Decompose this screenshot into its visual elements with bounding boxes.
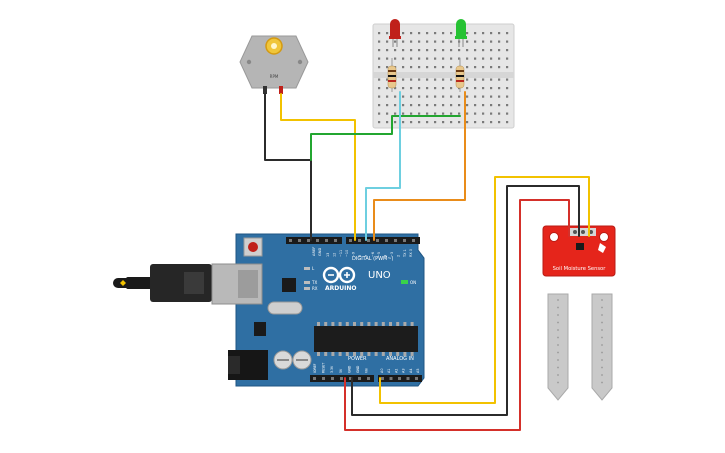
digital-pin-label: 7	[364, 255, 368, 257]
digital-pin-label: ~9	[352, 252, 356, 257]
resistor-left	[387, 58, 397, 92]
analog-pin-label: A0	[380, 369, 384, 373]
wire-green-led	[373, 91, 466, 241]
soil-moisture-sensor: Soil Moisture Sensor	[542, 225, 616, 401]
motor-terminal-black	[263, 86, 267, 94]
on-led	[401, 280, 408, 284]
digital-pin-label: ~3	[390, 252, 394, 257]
gnd-label: GND	[318, 248, 322, 256]
arduino-logo-icon	[322, 266, 356, 284]
digital-pin-label: 4	[384, 255, 388, 257]
sensor-probe-right	[591, 293, 613, 401]
power-pin-label: 5V	[339, 368, 343, 373]
digital-pin-label: ~10	[345, 250, 349, 257]
header-holes	[289, 239, 418, 380]
usb-chip	[282, 278, 296, 292]
analog-pin-label: A1	[387, 369, 391, 373]
digital-pin-label: 12	[332, 253, 336, 257]
digital-pin-label: ~5	[377, 252, 381, 257]
digital-pin-label: TX 1	[403, 249, 407, 258]
dc-motor: RPM	[239, 35, 309, 94]
power-pin-label: GND	[347, 365, 351, 373]
analog-pin-label: A3	[402, 369, 406, 373]
analog-pin-label: A5	[416, 369, 420, 373]
analog-pin-label: A4	[409, 369, 413, 373]
l-led-label: L	[312, 266, 315, 271]
chip-legs	[317, 322, 414, 356]
digital-pin-label: RX 0	[409, 249, 413, 257]
analog-pin-label: A2	[394, 369, 398, 373]
wire-sensor-vcc	[344, 199, 570, 431]
rx-led	[304, 287, 310, 290]
wire-red-led	[365, 91, 401, 241]
on-label: ON	[410, 280, 416, 285]
power-pin-labels: IOREF RESET 3.3V 5V GND GND Vin	[313, 363, 369, 373]
sparkfun-flame-icon	[598, 243, 606, 253]
sensor-label: Soil Moisture Sensor	[553, 266, 607, 272]
digital-header-label: DIGITAL (PWM~)	[352, 256, 394, 262]
power-pin-label: RESET	[322, 363, 326, 373]
digital-header-left	[286, 237, 342, 244]
arduino-model-label: UNO	[368, 270, 391, 281]
wire-motor-pin8	[280, 93, 356, 241]
wire-sensor-gnd	[351, 185, 580, 416]
digital-pin-label: 13	[326, 253, 330, 257]
sensor-probe-left	[547, 293, 569, 401]
wire-sensor-signal	[379, 176, 590, 404]
power-label: POWER	[348, 356, 367, 362]
digital-pin-label: 8	[358, 255, 362, 257]
tx-led-label: TX	[311, 280, 317, 285]
digital-pin-label: ~6	[371, 252, 375, 257]
arduino-brand-label: ARDUINO	[325, 285, 356, 292]
usb-cable	[113, 264, 212, 302]
crystal-oscillator	[267, 301, 303, 315]
led-green	[455, 19, 467, 47]
power-pin-label: IOREF	[313, 363, 317, 373]
power-pin-label: 3.3V	[330, 365, 334, 373]
motor-terminal-red	[279, 86, 283, 94]
power-pin-label: GND	[356, 365, 360, 373]
breadboard-channel	[373, 72, 514, 78]
digital-pin-label: 2	[396, 255, 400, 257]
wire-motor-gnd	[264, 93, 312, 241]
analog-in-label: ANALOG IN	[386, 356, 414, 362]
atmega-chip	[314, 326, 418, 352]
led-red	[389, 19, 401, 47]
wires	[264, 91, 590, 431]
rx-led-label: RX	[312, 286, 318, 291]
resistor-right	[455, 58, 465, 92]
digital-pin-label: ~11	[339, 250, 343, 257]
regulator-chip	[254, 322, 266, 336]
wire-ground-rail	[310, 115, 461, 161]
aref-label: AREF	[312, 247, 316, 256]
motor-label: RPM	[270, 74, 279, 79]
digital-header-right	[346, 237, 420, 244]
tx-led	[304, 281, 310, 284]
power-pin-label: Vin	[365, 368, 369, 373]
l-led	[304, 267, 310, 270]
